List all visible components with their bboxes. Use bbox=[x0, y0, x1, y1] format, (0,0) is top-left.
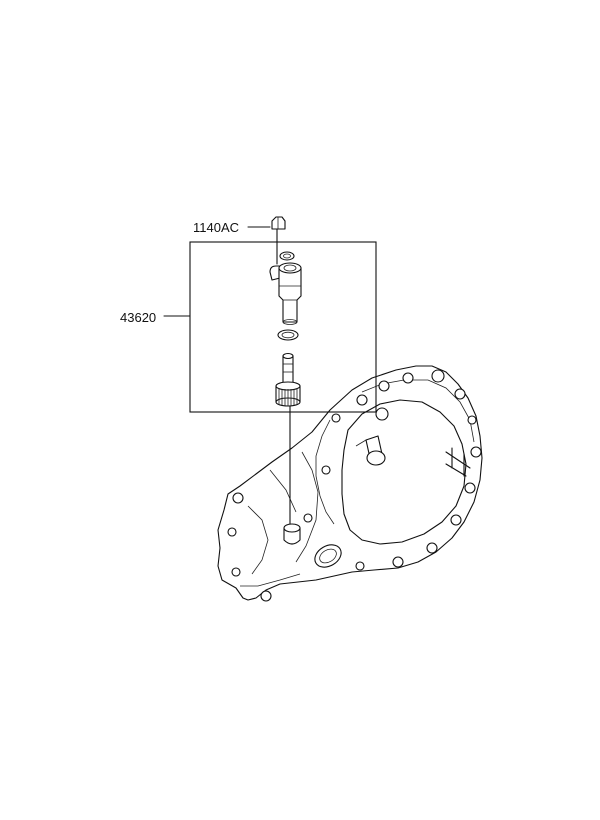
callout-label-1140ac: 1140AC bbox=[193, 220, 240, 235]
bolt-1140ac bbox=[271, 216, 286, 265]
transaxle-case bbox=[217, 365, 483, 602]
callout-label-43620: 43620 bbox=[120, 310, 157, 325]
o-ring-lower bbox=[277, 329, 299, 341]
gear-sleeve bbox=[269, 262, 302, 325]
o-ring-upper bbox=[279, 251, 295, 261]
driven-gear-shaft bbox=[275, 352, 301, 407]
assembly-group-box bbox=[189, 241, 377, 413]
